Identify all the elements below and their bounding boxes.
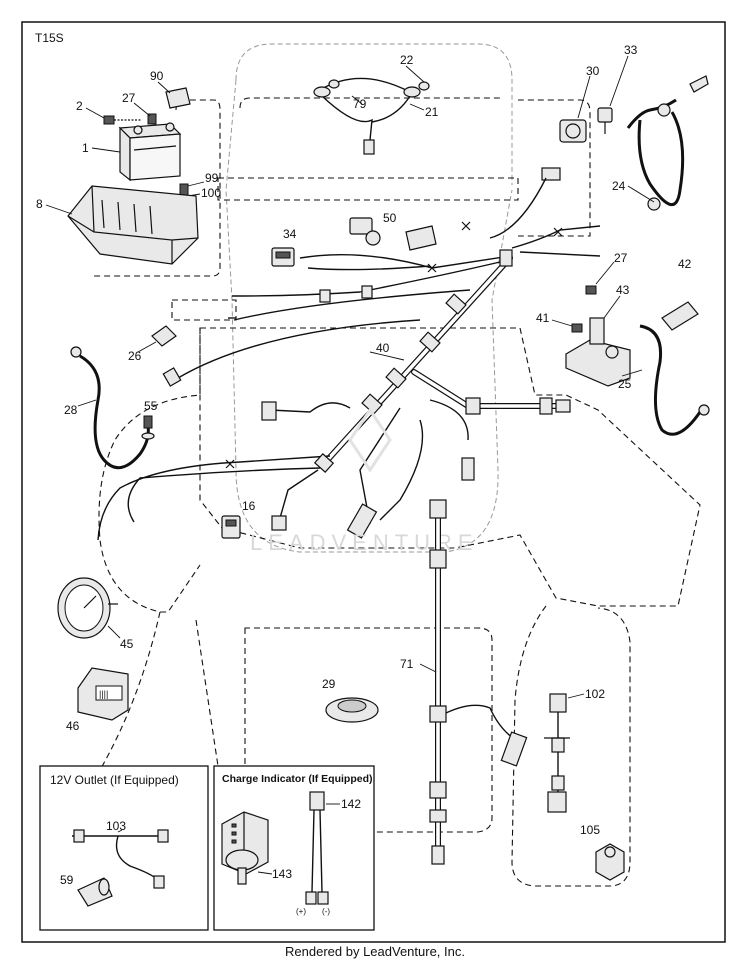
callout-c105: 105 [580, 823, 600, 837]
watermark-logo [348, 407, 392, 473]
ignition-switch-30: 30 [559, 64, 600, 143]
callout-c143: 143 [272, 867, 292, 881]
fuse-26: 26 [128, 325, 177, 363]
battery-bolt-2: 2 [76, 99, 142, 125]
callout-c8: 8 [36, 197, 43, 211]
callout-c22: 22 [400, 53, 414, 67]
connector-16: 16 [221, 499, 256, 539]
callout-c25: 25 [618, 377, 632, 391]
inset-charge-title: Charge Indicator (If Equipped) [222, 773, 373, 785]
callout-c46: 46 [66, 719, 80, 733]
switch-50: 50 [349, 211, 397, 246]
outlet-59: 59 [60, 873, 113, 907]
grommet-29: 29 [322, 677, 379, 723]
callout-c59: 59 [60, 873, 74, 887]
switch-105: 105 [580, 823, 625, 881]
page-code: T15S [35, 31, 64, 45]
callout-c50: 50 [383, 211, 397, 225]
callout-c55: 55 [144, 399, 158, 413]
cable-24: 24 [612, 75, 709, 211]
diagram-frame [21, 21, 726, 943]
harness-71: 71 [400, 499, 528, 865]
wire-103: 103 [72, 819, 169, 889]
battery-tray-8: 8 [36, 185, 199, 265]
callout-c41: 41 [536, 311, 550, 325]
callout-c103: 103 [106, 819, 126, 833]
callout-c27b: 27 [614, 251, 628, 265]
callout-c30: 30 [586, 64, 600, 78]
callout-c34: 34 [283, 227, 297, 241]
callout-c42: 42 [678, 257, 692, 271]
inset-12v-title: 12V Outlet (If Equipped) [50, 773, 179, 787]
callout-c27a: 27 [122, 91, 136, 105]
boot-42: 42 [661, 257, 699, 331]
ignition-connector [541, 167, 561, 181]
charge-minus-label: (-) [322, 907, 330, 916]
battery-90: 90 [150, 69, 191, 109]
battery-1: 1 [82, 122, 182, 182]
charge-plus-label: (+) [296, 907, 306, 916]
footer-credit: Rendered by LeadVenture, Inc. [285, 944, 465, 959]
bolt-41: 41 [536, 311, 583, 333]
callout-c102: 102 [585, 687, 605, 701]
tractor-outline [90, 43, 701, 887]
charge-indicator-143: 143 [221, 811, 292, 885]
nut-27: 27 [585, 251, 628, 295]
svg-text:||||: |||| [99, 689, 108, 699]
callout-c142: 142 [341, 797, 361, 811]
bolt-55: 55 [141, 399, 158, 440]
harness-connector-plug [405, 225, 437, 251]
ignition-key-33: 33 [597, 43, 638, 134]
callout-c40: 40 [376, 341, 390, 355]
ground-cable-28: 28 [64, 346, 150, 470]
callout-c24: 24 [612, 179, 626, 193]
headlight-21: 21 [409, 103, 439, 119]
callout-c2: 2 [76, 99, 83, 113]
callout-c33: 33 [624, 43, 638, 57]
callout-c90: 90 [150, 69, 164, 83]
callout-c16: 16 [242, 499, 256, 513]
battery-nut-27: 27 [122, 91, 157, 125]
bulb-22: 22 [328, 53, 430, 91]
main-harness-40: 40 [97, 177, 601, 541]
callout-c1: 1 [82, 141, 89, 155]
callout-c28: 28 [64, 403, 78, 417]
callout-c99: 99 [205, 171, 219, 185]
callout-c26: 26 [128, 349, 142, 363]
callout-c45: 45 [120, 637, 134, 651]
harness-142: 142 (+) (-) [296, 791, 361, 916]
switch-34: 34 [271, 227, 297, 267]
inset-12v-outlet: 12V Outlet (If Equipped) 103 59 [39, 765, 209, 931]
callout-c29: 29 [322, 677, 336, 691]
callout-c71: 71 [400, 657, 414, 671]
callout-c21: 21 [425, 105, 439, 119]
callout-c79: 79 [353, 97, 367, 111]
callout-c100: 100 [201, 186, 221, 200]
callout-c43: 43 [616, 283, 630, 297]
cable-25: 25 [618, 324, 710, 436]
headlight-harness-79: 79 [313, 77, 421, 155]
jumper-102: 102 [544, 687, 605, 813]
hour-meter-45: 45 [57, 577, 134, 651]
solenoid-43: 43 [565, 283, 631, 387]
hour-meter-46: |||| 46 [66, 667, 129, 733]
inset-charge-indicator: Charge Indicator (If Equipped) 143 142 (… [213, 765, 375, 931]
